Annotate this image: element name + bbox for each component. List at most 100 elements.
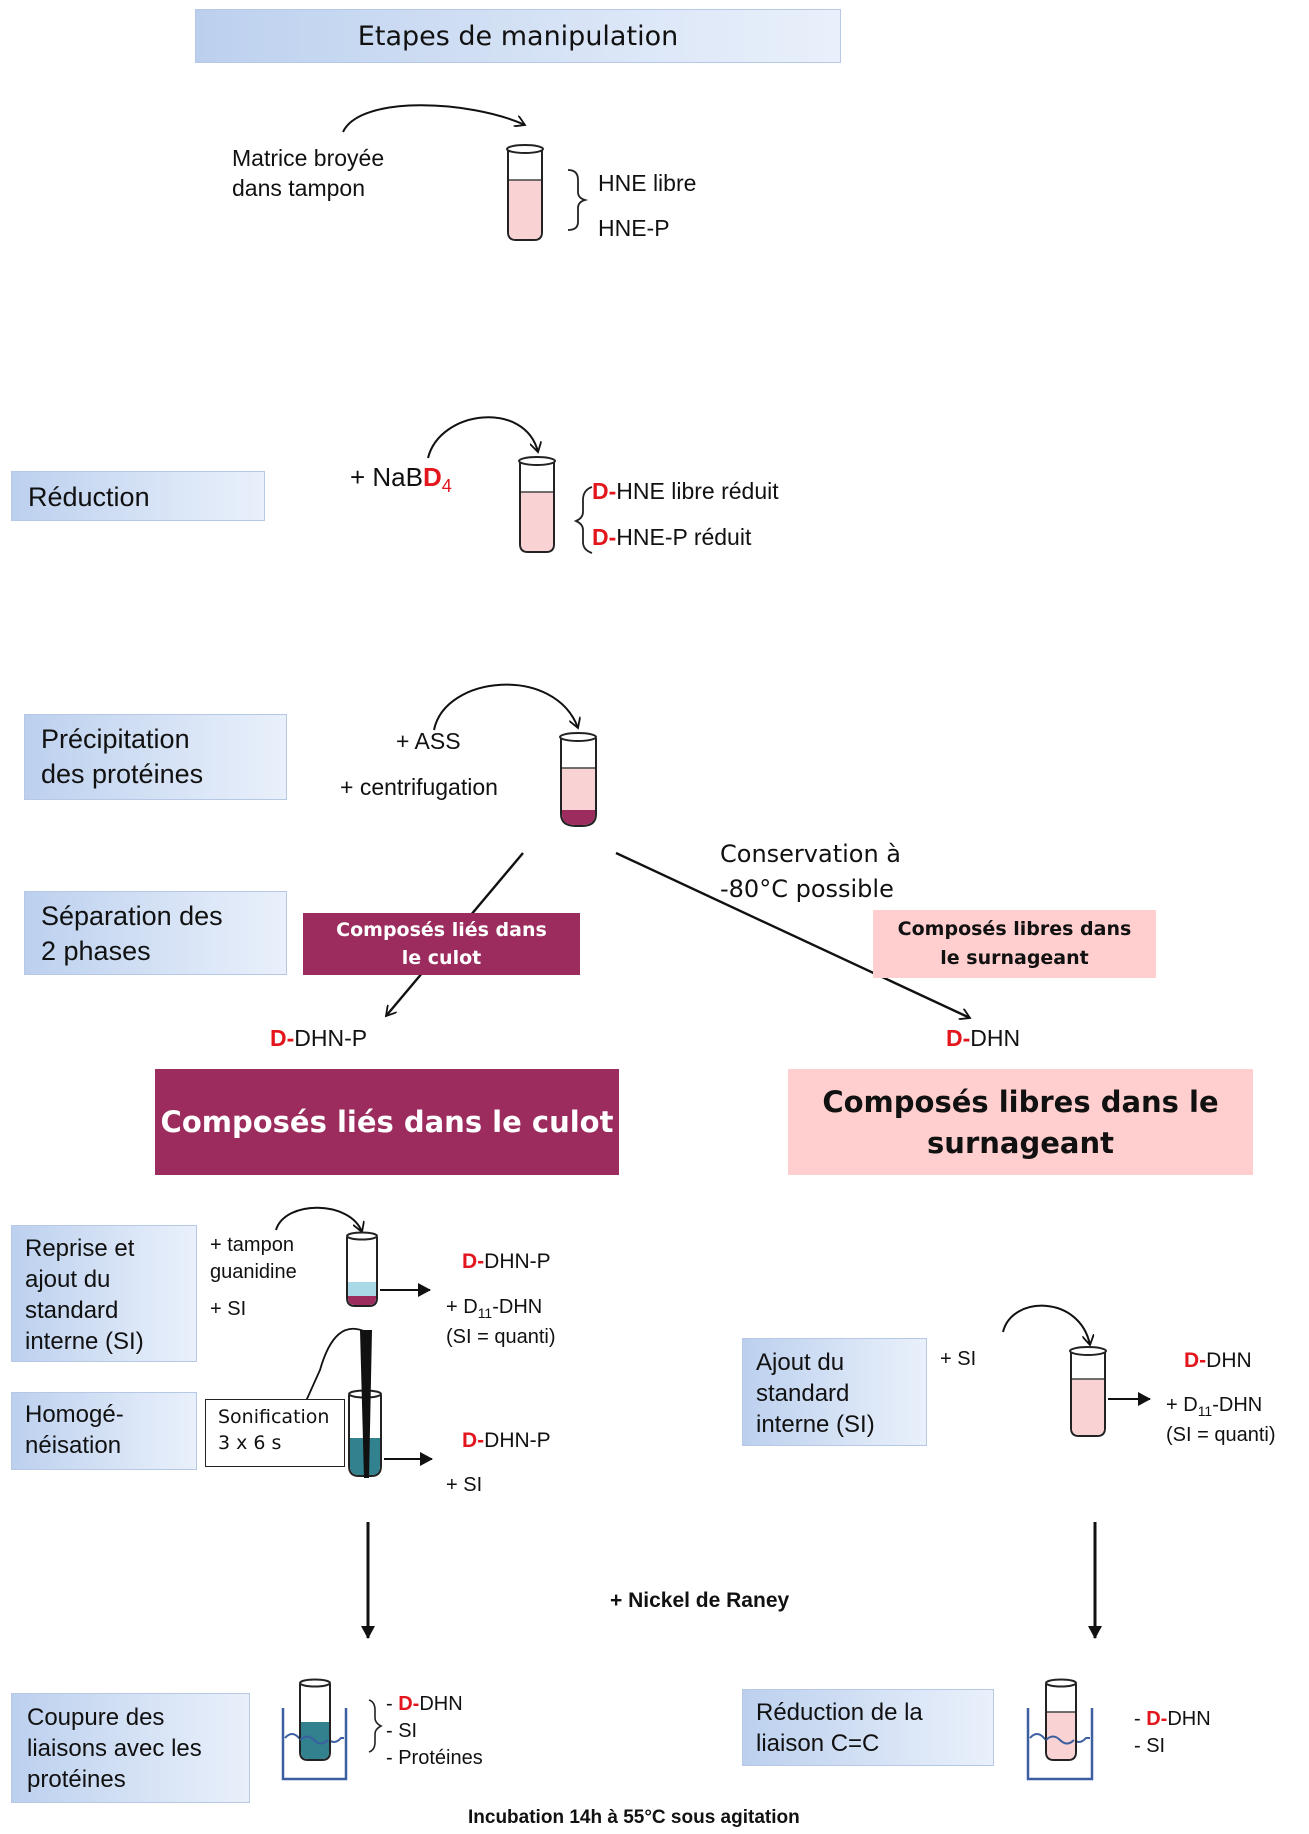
step-label-ajout: Ajout du standard interne (SI) [742,1338,927,1446]
coupure-o1-prefix: - [386,1693,399,1715]
precipitation-line2: des protéines [41,759,204,789]
separation-line2: 2 phases [41,936,151,966]
page-title-text: Etapes de manipulation [357,21,679,52]
brace-coupure [368,1699,383,1753]
coupure-output-2: - SI [386,1720,418,1742]
reduction-cc-output-2: - SI [1134,1735,1166,1757]
coupure-line1: Coupure des [27,1704,165,1731]
step-label-separation: Séparation des 2 phases [24,891,287,975]
tube-precipitation [559,732,597,827]
reprise-line3: standard [25,1297,119,1324]
free-product-text: DHN [970,1025,1021,1051]
ajout-standard: + D11-DHN (SI = quanti) [1166,1393,1276,1447]
ajout-std-note: (SI = quanti) [1166,1424,1276,1446]
homog-line2: néisation [25,1432,122,1459]
banner-free-line2: surnageant [927,1126,1114,1160]
reduction-output-2-text: HNE-P réduit [616,524,752,550]
reduction-output-2: D-HNE-P réduit [592,524,751,551]
reprise-line2: ajout du [25,1266,111,1293]
ajout-line1: Ajout du [756,1349,845,1376]
reprise-line1: Reprise et [25,1235,135,1262]
bath-right [1026,1678,1094,1781]
banner-free-line1: Composés libres dans le [822,1085,1219,1119]
reprise-std-prefix: + D [446,1296,478,1318]
tube-ajout [1069,1346,1107,1437]
homog-output: D-DHN-P [462,1429,551,1453]
homog-line1: Homogé- [25,1401,124,1428]
ajout-line2: standard [756,1380,850,1407]
tube-reduction [518,456,556,553]
free-product-d: D- [946,1025,971,1051]
tag-bound-line1: Composés liés dans [336,919,547,941]
reduction-reagent-prefix: + NaB [350,462,423,492]
reduction-cc-o1-text: DHN [1167,1708,1211,1730]
brace-reduction [573,486,593,554]
conservation-line1: Conservation à [720,840,902,868]
reprise-reagents: + tampon guanidine + SI [210,1232,297,1323]
start-label-line2: dans tampon [232,175,365,201]
reprise-output-d: D- [462,1250,485,1273]
reduction-output-2-d: D- [592,524,617,550]
reduction-cc-line2: liaison C=C [756,1730,880,1757]
bound-product-d: D- [270,1025,295,1051]
probe-cable [301,1327,367,1411]
page-title: Etapes de manipulation [195,9,841,63]
ajout-std-suffix: -DHN [1212,1394,1263,1416]
step-label-homog: Homogé- néisation [11,1392,197,1470]
tag-bound-compounds: Composés liés dans le culot [303,913,580,975]
step-label-reduction-text: Réduction [28,482,150,512]
start-output-2: HNE-P [598,215,670,241]
reprise-std-suffix: -DHN [492,1296,543,1318]
reduction-output-1-d: D- [592,478,617,504]
start-label: Matrice broyée dans tampon [232,143,384,203]
banner-bound: Composés liés dans le culot [155,1069,619,1175]
incubation-label: Incubation 14h à 55°C sous agitation [468,1807,800,1828]
reduction-cc-o1-d: D- [1146,1708,1168,1730]
sonication-line1: Sonification [218,1406,330,1428]
sonication-box: Sonification 3 x 6 s [205,1399,345,1467]
reduction-reagent: + NaBD4 [350,462,452,497]
curved-arrow-start [342,104,525,133]
start-output-1: HNE libre [598,170,697,196]
curved-arrow-reprise [275,1206,362,1232]
brace-start [567,169,589,231]
reprise-standard-line: + D11-DHN [446,1295,556,1325]
precipitation-reagent-2: + centrifugation [340,774,498,800]
tube-start [506,144,544,241]
coupure-outputs: - D-DHN - SI - Protéines [386,1691,483,1772]
step-label-coupure: Coupure des liaisons avec les protéines [11,1693,250,1803]
sonication-line2: 3 x 6 s [218,1432,282,1454]
coupure-line3: protéines [27,1766,126,1793]
ajout-reagent: + SI [940,1348,977,1370]
precipitation-line1: Précipitation [41,724,190,754]
coupure-o1-d: D- [398,1693,420,1715]
reduction-output-1-text: HNE libre réduit [616,478,779,504]
separation-line1: Séparation des [41,901,223,931]
homog-output-2: + SI [446,1474,483,1496]
reprise-reagent-1: + tampon [210,1234,294,1256]
banner-free: Composés libres dans le surnageant [788,1069,1253,1175]
conservation-line2: -80°C possible [720,875,894,903]
step-label-precipitation: Précipitation des protéines [24,714,287,800]
ajout-std-prefix: + D [1166,1394,1198,1416]
reduction-cc-output-1: - D-DHN [1134,1706,1211,1733]
ajout-output: D-DHN [1184,1349,1252,1373]
precipitation-reagent-1: + ASS [396,728,461,754]
ajout-output-d: D- [1184,1349,1207,1372]
step-label-reprise: Reprise et ajout du standard interne (SI… [11,1225,197,1362]
coupure-line2: liaisons avec les [27,1735,202,1762]
reduction-cc-o1-prefix: - [1134,1708,1147,1730]
reprise-reagent-3: + SI [210,1298,247,1320]
tag-free-line1: Composés libres dans [897,918,1132,940]
coupure-output-3: - Protéines [386,1747,483,1769]
ajout-line3: interne (SI) [756,1411,875,1438]
homog-output-d: D- [462,1429,485,1452]
ajout-standard-line: + D11-DHN [1166,1393,1276,1423]
step-label-reduction: Réduction [11,471,265,521]
curved-arrow-ajout [1002,1304,1090,1345]
reduction-reagent-d: D [423,462,442,492]
arrow-to-supernatant [615,851,970,1018]
reprise-output: D-DHN-P [462,1250,551,1274]
conservation-note: Conservation à -80°C possible [720,837,901,907]
